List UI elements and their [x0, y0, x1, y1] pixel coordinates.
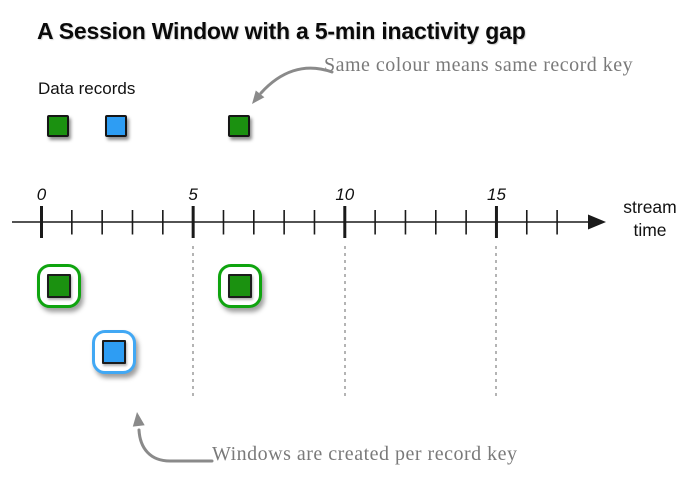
session-window [92, 330, 136, 374]
stream-time-line1: stream [623, 197, 677, 217]
svg-text:15: 15 [487, 185, 506, 204]
axis-ticks: 0 5 10 15 [37, 185, 558, 238]
same-colour-annotation: Same colour means same record key [324, 54, 634, 76]
svg-text:5: 5 [188, 185, 198, 204]
data-records-label: Data records [38, 79, 136, 98]
record-square [47, 115, 69, 137]
gap-guideline-15 [495, 246, 497, 398]
session-window [37, 264, 81, 308]
record-square [228, 115, 250, 137]
bottom-annotation-arrow [132, 412, 214, 463]
axis-arrowhead [588, 214, 606, 230]
record-square [105, 115, 127, 137]
svg-text:0: 0 [37, 185, 47, 204]
gap-guideline-5 [192, 246, 194, 398]
stream-time-label: stream time [612, 196, 688, 242]
windowed-record-square [228, 274, 252, 298]
gap-guideline-10 [344, 246, 346, 398]
svg-text:10: 10 [335, 185, 354, 204]
time-axis: 0 5 10 15 [12, 185, 606, 238]
stream-time-line2: time [633, 219, 667, 240]
top-annotation-arrow [252, 66, 334, 104]
session-window [218, 264, 262, 308]
windowed-record-square [102, 340, 126, 364]
diagram-title: A Session Window with a 5-min inactivity… [37, 18, 526, 44]
windows-per-key-annotation: Windows are created per record key [212, 443, 518, 465]
windowed-record-square [47, 274, 71, 298]
